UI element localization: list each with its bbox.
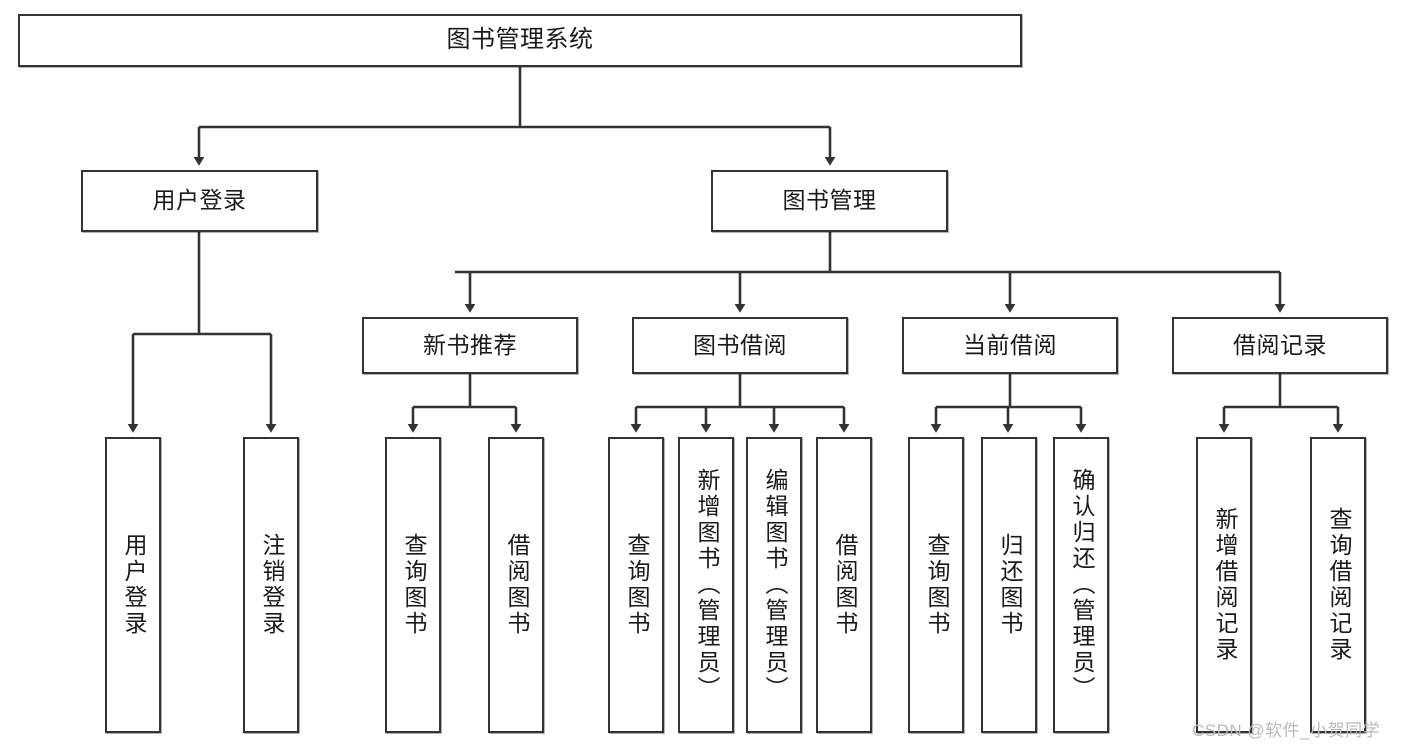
leaf-new-books-borrow[interactable]: 借阅图书 [488,437,544,733]
node-label: 新增借阅记录 [1211,507,1238,663]
node-label: 编辑图书（管理员） [761,468,788,702]
node-book-borrow[interactable]: 图书借阅 [632,317,848,374]
csdn-watermark: CSDN @软件_小贺同学 [1192,721,1381,740]
node-user-login[interactable]: 用户登录 [81,170,318,232]
node-label: 图书借阅 [693,331,787,358]
leaf-book-borrow-add-admin[interactable]: 新增图书（管理员） [678,437,734,733]
leaf-book-borrow-query[interactable]: 查询图书 [608,437,664,733]
leaf-borrow-records-add[interactable]: 新增借阅记录 [1196,437,1252,733]
node-book-management[interactable]: 图书管理 [711,170,948,232]
node-label: 查询图书 [923,533,950,637]
leaf-current-borrow-confirm-return-admin[interactable]: 确认归还（管理员） [1053,437,1109,733]
leaf-user-login-signout[interactable]: 注销登录 [243,437,299,733]
leaf-book-borrow-edit-admin[interactable]: 编辑图书（管理员） [746,437,802,733]
node-label: 图书管理系统 [446,26,594,54]
node-label: 新增图书（管理员） [693,468,720,702]
node-label: 注销登录 [258,533,285,637]
leaf-new-books-query[interactable]: 查询图书 [385,437,441,733]
node-label: 确认归还（管理员） [1068,468,1095,702]
leaf-borrow-records-query[interactable]: 查询借阅记录 [1310,437,1366,733]
node-label: 当前借阅 [963,331,1057,358]
node-label: 查询图书 [623,533,650,637]
node-label: 借阅图书 [831,533,858,637]
node-label: 查询图书 [400,533,427,637]
node-root-library-system[interactable]: 图书管理系统 [18,14,1022,67]
node-label: 图书管理 [782,187,877,214]
node-label: 用户登录 [152,187,247,214]
node-borrow-records[interactable]: 借阅记录 [1172,317,1388,374]
leaf-user-login-signin[interactable]: 用户登录 [105,437,161,733]
node-label: 用户登录 [120,533,147,637]
leaf-book-borrow-borrow[interactable]: 借阅图书 [816,437,872,733]
leaf-current-borrow-query[interactable]: 查询图书 [908,437,964,733]
node-label: 借阅记录 [1233,331,1327,358]
node-label: 借阅图书 [503,533,530,637]
node-current-borrow[interactable]: 当前借阅 [902,317,1118,374]
node-new-book-recommend[interactable]: 新书推荐 [362,317,578,374]
leaf-current-borrow-return[interactable]: 归还图书 [981,437,1037,733]
node-label: 查询借阅记录 [1325,507,1352,663]
node-label: 新书推荐 [423,331,517,358]
node-label: 归还图书 [996,533,1023,637]
